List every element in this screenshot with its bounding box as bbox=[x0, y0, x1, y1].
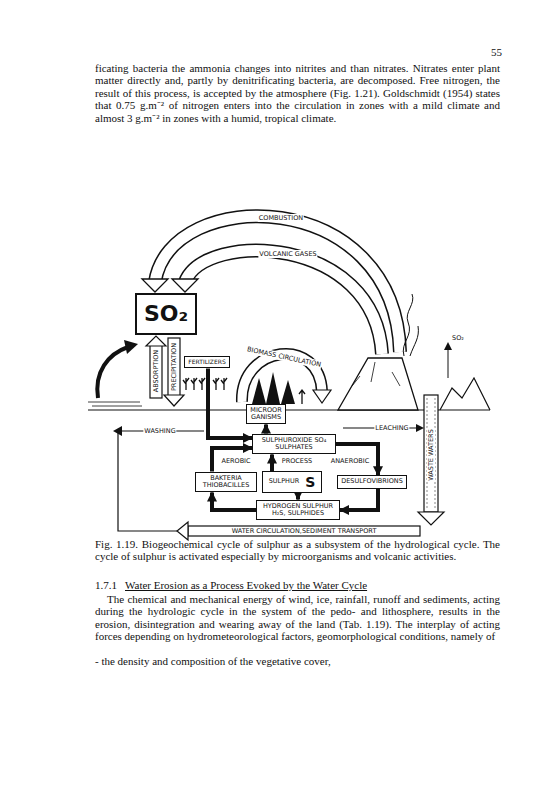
band-label: BIOMASS CIRCULATION bbox=[245, 345, 322, 369]
washing-arrowhead bbox=[113, 426, 122, 436]
process-label: PROCESS bbox=[281, 457, 313, 465]
volcanic-arrowhead bbox=[172, 279, 198, 292]
organism-box: MICROOR GANISMS bbox=[246, 404, 286, 425]
waste-waters-arrowhead bbox=[418, 512, 444, 525]
water-surface bbox=[88, 402, 142, 406]
compound-box: HYDROGEN SULPHUR H₂S, SULPHIDES bbox=[256, 500, 340, 521]
volcano-smoke bbox=[403, 294, 413, 356]
body-paragraph: ficating bacteria the ammonia changes in… bbox=[95, 62, 500, 124]
emission-label: SO₂ bbox=[451, 334, 465, 342]
flow-arrow bbox=[270, 455, 274, 472]
box-text: BAKTERIA THIOBACILLES bbox=[199, 475, 253, 490]
flow-label: WASHING bbox=[143, 427, 176, 435]
precipitation-arrowhead bbox=[164, 395, 184, 406]
biomass-arrowhead bbox=[313, 390, 331, 403]
band-label: VOLCANIC GASES bbox=[258, 250, 317, 258]
volcanic-band bbox=[185, 251, 382, 354]
band-label: WATER CIRCULATION,SEDIMENT TRANSPORT bbox=[231, 527, 378, 535]
mountains bbox=[440, 378, 490, 410]
tree bbox=[266, 372, 280, 404]
band-label: COMBUSTION bbox=[258, 214, 304, 222]
box-text: SO₂ bbox=[140, 303, 192, 325]
waste-waters-band bbox=[424, 395, 438, 512]
volcano bbox=[338, 358, 418, 410]
box-text: DESULFOVIBRIONS bbox=[341, 478, 403, 485]
water-circulation-band bbox=[188, 526, 420, 536]
water-circulation-arrowhead bbox=[177, 522, 188, 540]
plants bbox=[183, 378, 227, 390]
absorption-arrowhead bbox=[146, 336, 166, 346]
flow-arrow bbox=[340, 489, 378, 510]
box-text: S bbox=[305, 474, 315, 490]
band-label: WASTE WATERS bbox=[427, 428, 435, 482]
figure-caption: Fig. 1.19. Biogeochemical cycle of sulph… bbox=[95, 538, 500, 563]
element-box: SULPHUR S bbox=[262, 471, 323, 493]
process-label: ANAEROBIC bbox=[330, 457, 370, 465]
waste-waters-hatching bbox=[427, 398, 435, 509]
box-text: FERTILIZERS bbox=[188, 359, 225, 366]
evaporation-arrow bbox=[97, 347, 128, 398]
organism-box: BAKTERIA THIOBACILLES bbox=[195, 472, 257, 493]
flow-arrow bbox=[264, 425, 268, 434]
flow-arrow bbox=[212, 493, 256, 511]
flow-arrow bbox=[296, 493, 300, 500]
combustion-arrowhead bbox=[142, 279, 168, 292]
figure bbox=[299, 390, 305, 404]
list-item: - the density and composition of the veg… bbox=[95, 655, 331, 667]
emission-arrow bbox=[448, 346, 449, 378]
volcano-smoke bbox=[410, 326, 418, 356]
compound-box: SO₂ bbox=[135, 293, 197, 335]
input-box: FERTILIZERS bbox=[184, 356, 229, 369]
band-label: PRECIPITATION bbox=[170, 342, 178, 392]
organism-box: DESULFOVIBRIONS bbox=[337, 475, 407, 488]
flow-label: LEACHING bbox=[374, 424, 409, 432]
absorption-band bbox=[150, 345, 162, 398]
band-label: ABSORPTION bbox=[152, 349, 160, 393]
box-text: HYDROGEN SULPHUR H₂S, SULPHIDES bbox=[260, 503, 336, 518]
volcano-slopes bbox=[352, 362, 400, 386]
box-text: SULPHUROXIDE SO₄ SULPHATES bbox=[256, 437, 332, 452]
process-label: AEROBIC bbox=[220, 457, 251, 465]
tree bbox=[252, 378, 266, 404]
page-number: 55 bbox=[491, 46, 502, 58]
body-paragraph: The chemical and mechanical energy of wi… bbox=[95, 593, 500, 643]
tree bbox=[281, 380, 295, 404]
evaporation-arrowhead bbox=[124, 340, 138, 354]
flow-arrow bbox=[212, 448, 252, 472]
emission-arrowhead bbox=[444, 342, 452, 350]
section-heading: Water Erosion as a Process Evoked by the… bbox=[125, 579, 367, 591]
section-number: 1.7.1 bbox=[95, 579, 117, 591]
volcanic-band-fill bbox=[185, 251, 382, 354]
box-text: MICROOR GANISMS bbox=[250, 407, 282, 422]
leaching-arrowhead bbox=[416, 424, 424, 432]
precipitation-band bbox=[168, 338, 180, 396]
compound-box: SULPHUROXIDE SO₄ SULPHATES bbox=[252, 434, 336, 455]
box-text: SULPHUR bbox=[269, 478, 300, 485]
washing-line bbox=[118, 431, 204, 531]
